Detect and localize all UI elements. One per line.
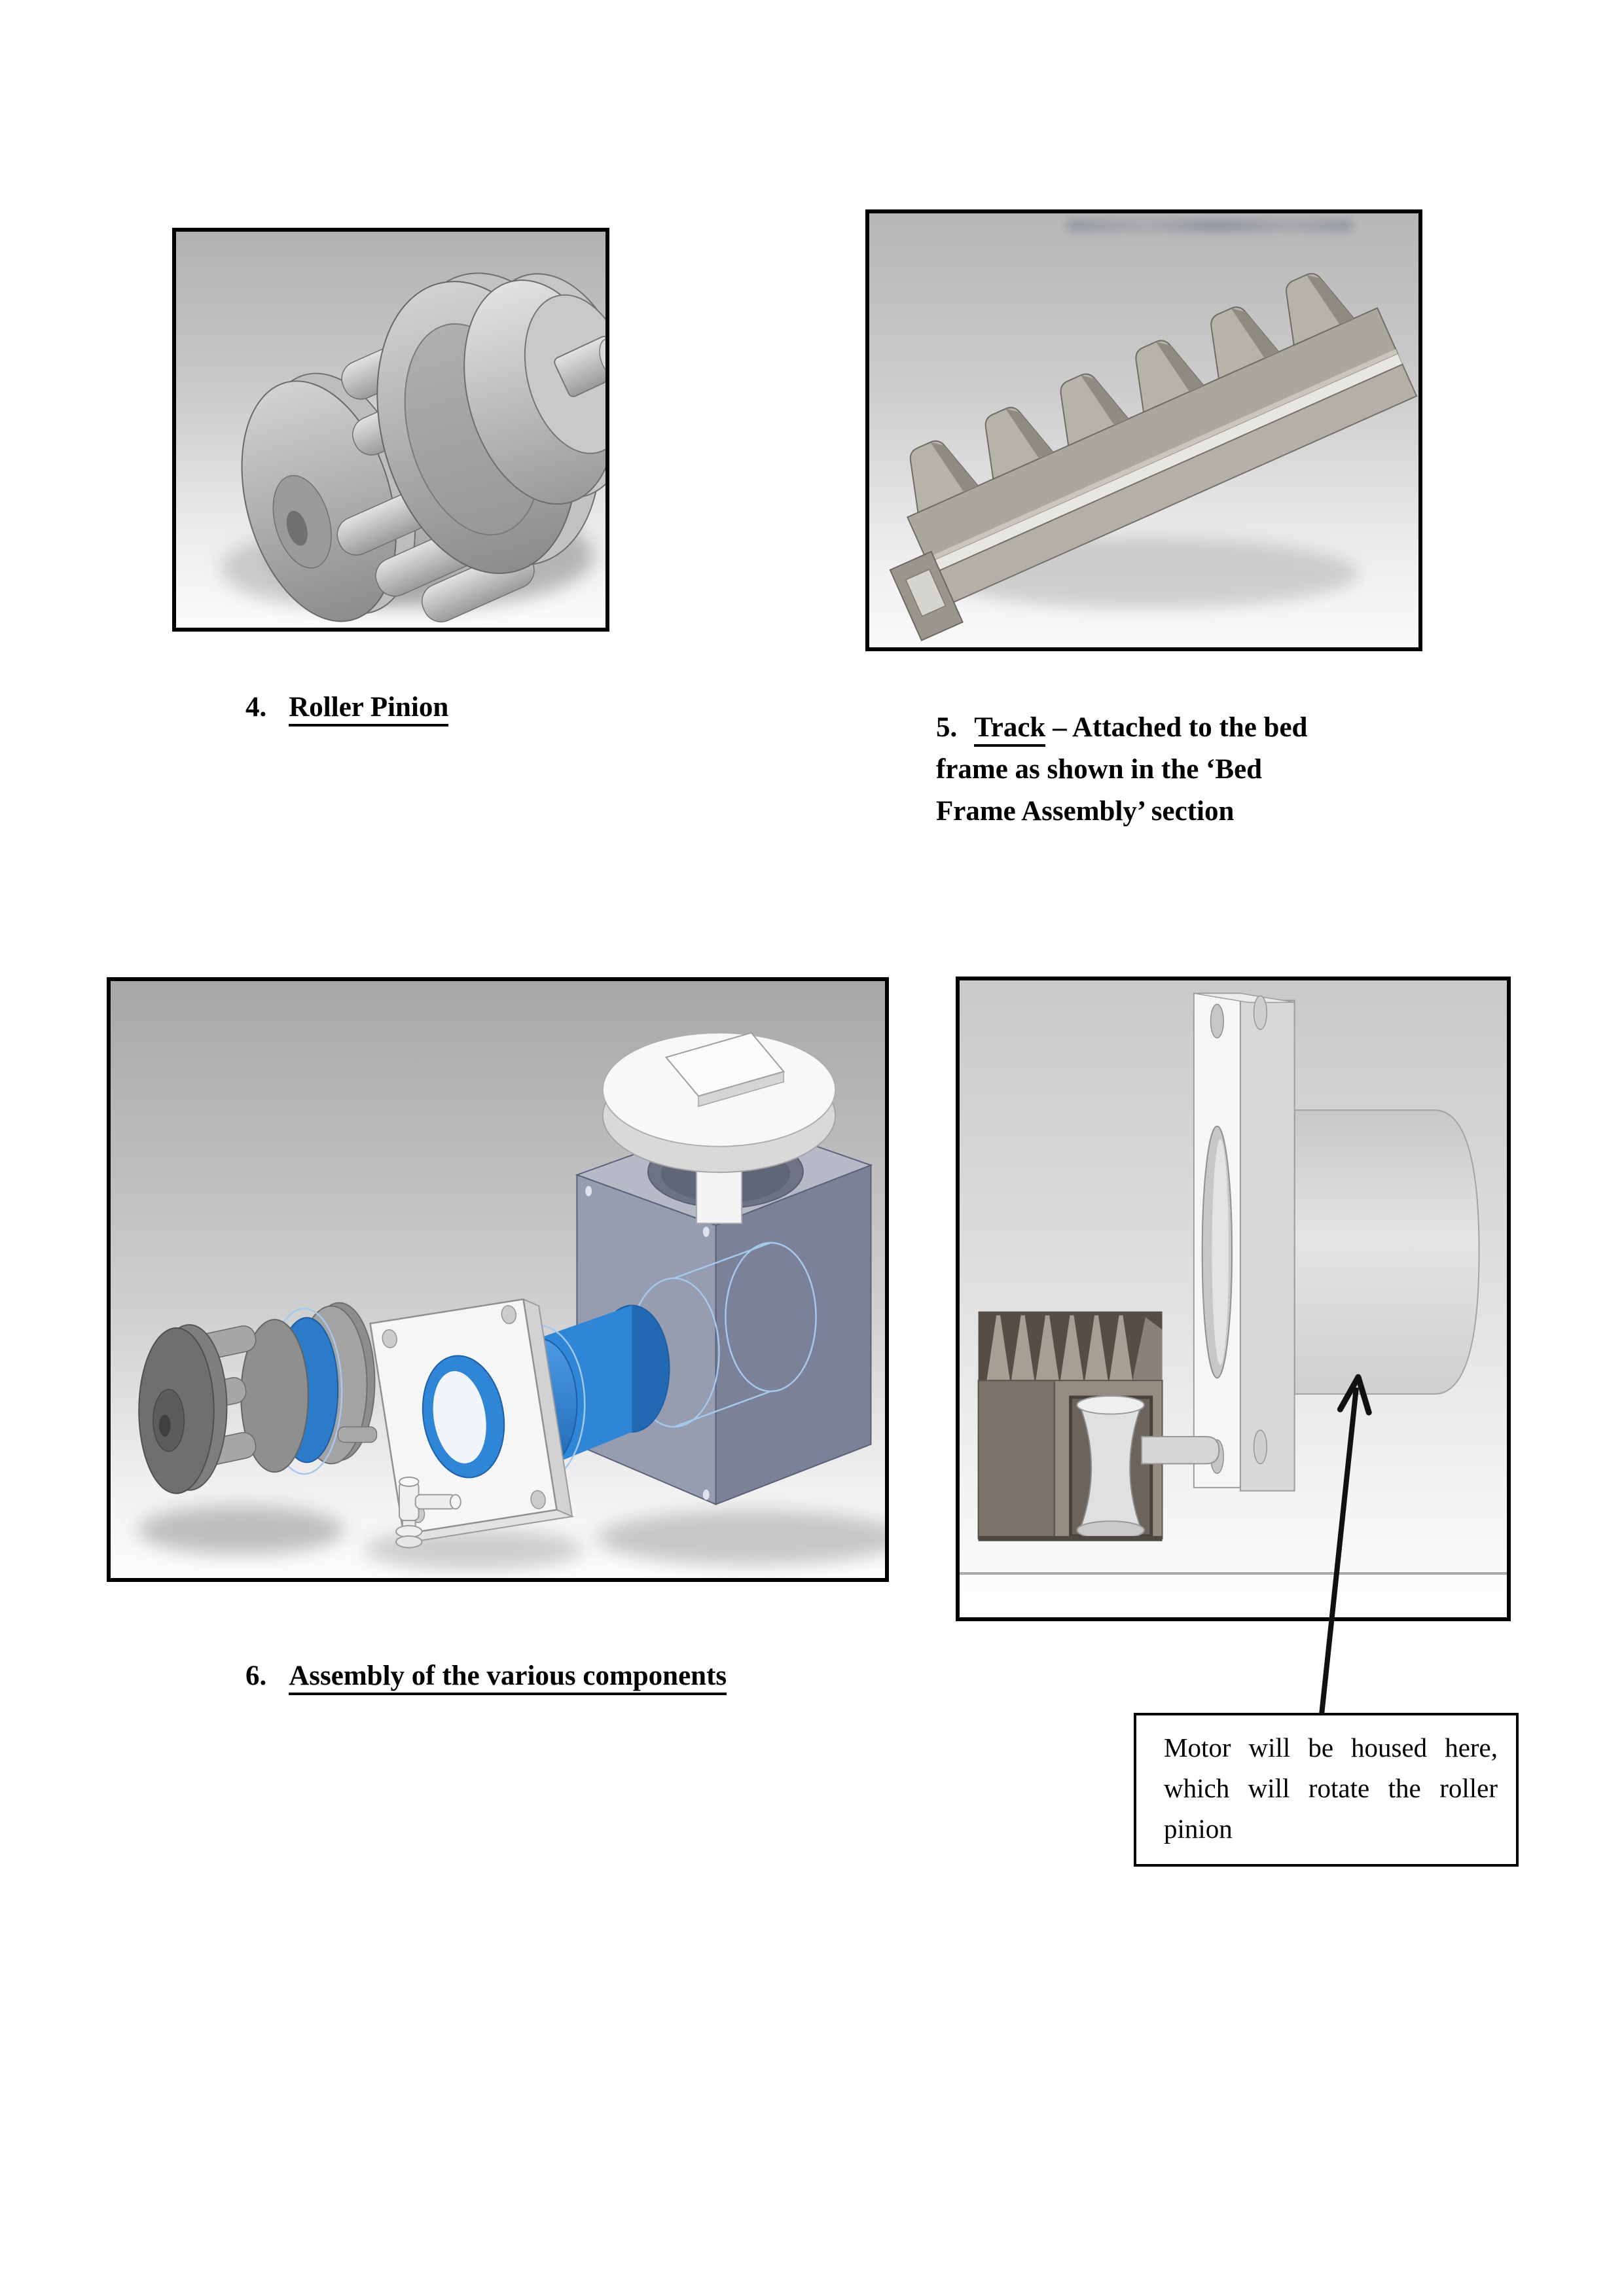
engaged-roller xyxy=(1076,1395,1145,1540)
caption-assembly: 6. Assembly of the various components xyxy=(245,1660,727,1695)
track-block xyxy=(977,1311,1163,1541)
arrowhead xyxy=(1337,1374,1372,1416)
track-channel-end xyxy=(889,550,964,641)
flange-plate-side xyxy=(1193,992,1295,1492)
mounting-plate xyxy=(369,1298,575,1542)
caption-label: Roller Pinion xyxy=(289,692,449,726)
motor-callout-text: Motor will be housed here, which will ro… xyxy=(1164,1732,1498,1844)
track-body xyxy=(889,273,1418,641)
motor-housing-side-view-render xyxy=(960,992,1507,1575)
assembly-figure xyxy=(107,977,889,1582)
pinion-axle xyxy=(1141,1435,1220,1465)
top-cap-knob xyxy=(602,1031,837,1225)
locating-pin xyxy=(395,1477,461,1549)
caption-track: 5. Track – Attached to the bed frame as s… xyxy=(936,707,1307,833)
motor-callout-box: Motor will be housed here, which will ro… xyxy=(1134,1713,1519,1867)
track-rail xyxy=(926,349,1418,607)
caption-roller-pinion: 4. Roller Pinion xyxy=(245,691,449,726)
caption-number: 6. xyxy=(245,1660,267,1691)
caption-number: 5. xyxy=(936,712,958,743)
track-render xyxy=(889,273,1418,641)
caption-text-line2: frame as shown in the ‘Bed xyxy=(936,754,1263,785)
assembled-view-figure xyxy=(956,977,1511,1621)
blurred-watermark xyxy=(1067,220,1353,232)
pinion-shaft-stub xyxy=(554,336,605,397)
track-teeth xyxy=(909,273,1355,513)
roller-pinion-render xyxy=(221,272,605,622)
exploded-roller-pinion xyxy=(138,1302,378,1494)
caption-number: 4. xyxy=(245,692,267,723)
callout-arrow xyxy=(1319,1374,1372,1715)
caption-label: Assembly of the various components xyxy=(289,1660,727,1695)
caption-label: Track xyxy=(974,712,1046,747)
exploded-assembly-render xyxy=(137,1031,885,1571)
floor-line xyxy=(960,1572,1507,1575)
caption-text: – Attached to the bed xyxy=(1045,712,1308,743)
roller-pinion-figure xyxy=(172,228,609,632)
caption-text-line3: Frame Assembly’ section xyxy=(936,796,1235,827)
track-figure xyxy=(865,209,1422,651)
track-block-teeth xyxy=(986,1315,1133,1381)
motor-cylinder xyxy=(1293,1109,1480,1395)
